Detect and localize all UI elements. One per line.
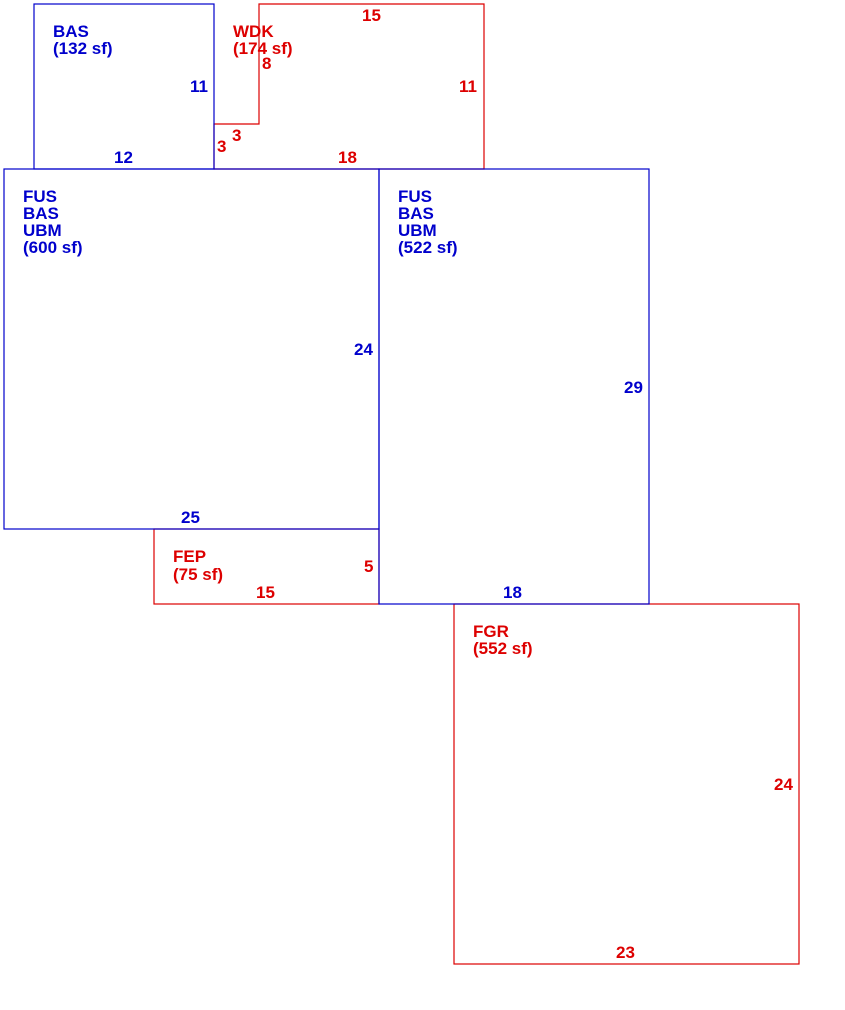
fus-left-label-line-1: FUS [23,187,57,206]
bas-small-dim-right: 11 [190,77,208,96]
fus-right-dim-right: 29 [624,378,643,397]
fep-dim-right: 5 [364,557,373,576]
fus-left-label-line-3: UBM [23,221,62,240]
wdk-dim-top: 15 [362,6,381,25]
fgr-label-line-2: (552 sf) [473,639,533,658]
wdk-dim-notch-horizontal: 3 [232,126,241,145]
fus-right-label-line-1: FUS [398,187,432,206]
fgr-label-line-1: FGR [473,622,509,641]
fus-right-dim-bottom: 18 [503,583,522,602]
fgr-dim-bottom: 23 [616,943,635,962]
fus-right-label-line-3: UBM [398,221,437,240]
fus-left-dim-right: 24 [354,340,373,359]
fus-right-outline [378,168,650,605]
bas-small-label-line-2: (132 sf) [53,39,113,58]
wdk-label-line-2: (174 sf) [233,39,293,58]
wdk-label-line-1: WDK [233,22,274,41]
wdk-dim-right: 11 [459,77,477,96]
fus-left-label-line-2: BAS [23,204,59,223]
wdk-dim-bottom: 18 [338,148,357,167]
fus-right-label-line-4: (522 sf) [398,238,458,257]
fus-right-label-line-2: BAS [398,204,434,223]
fus-left-dim-bottom: 25 [181,508,200,527]
fep-dim-bottom: 15 [256,583,275,602]
fgr-dim-right: 24 [774,775,793,794]
fus-left-label-line-4: (600 sf) [23,238,83,257]
bas-small-label-line-1: BAS [53,22,89,41]
fep-label-line-1: FEP [173,547,206,566]
fgr-outline [453,603,800,965]
wdk-dim-notch-left: 3 [217,137,226,156]
bas-small-dim-bottom: 12 [114,148,133,167]
fep-label-line-2: (75 sf) [173,565,223,584]
wdk-dim-notch-vertical: 8 [262,54,271,73]
